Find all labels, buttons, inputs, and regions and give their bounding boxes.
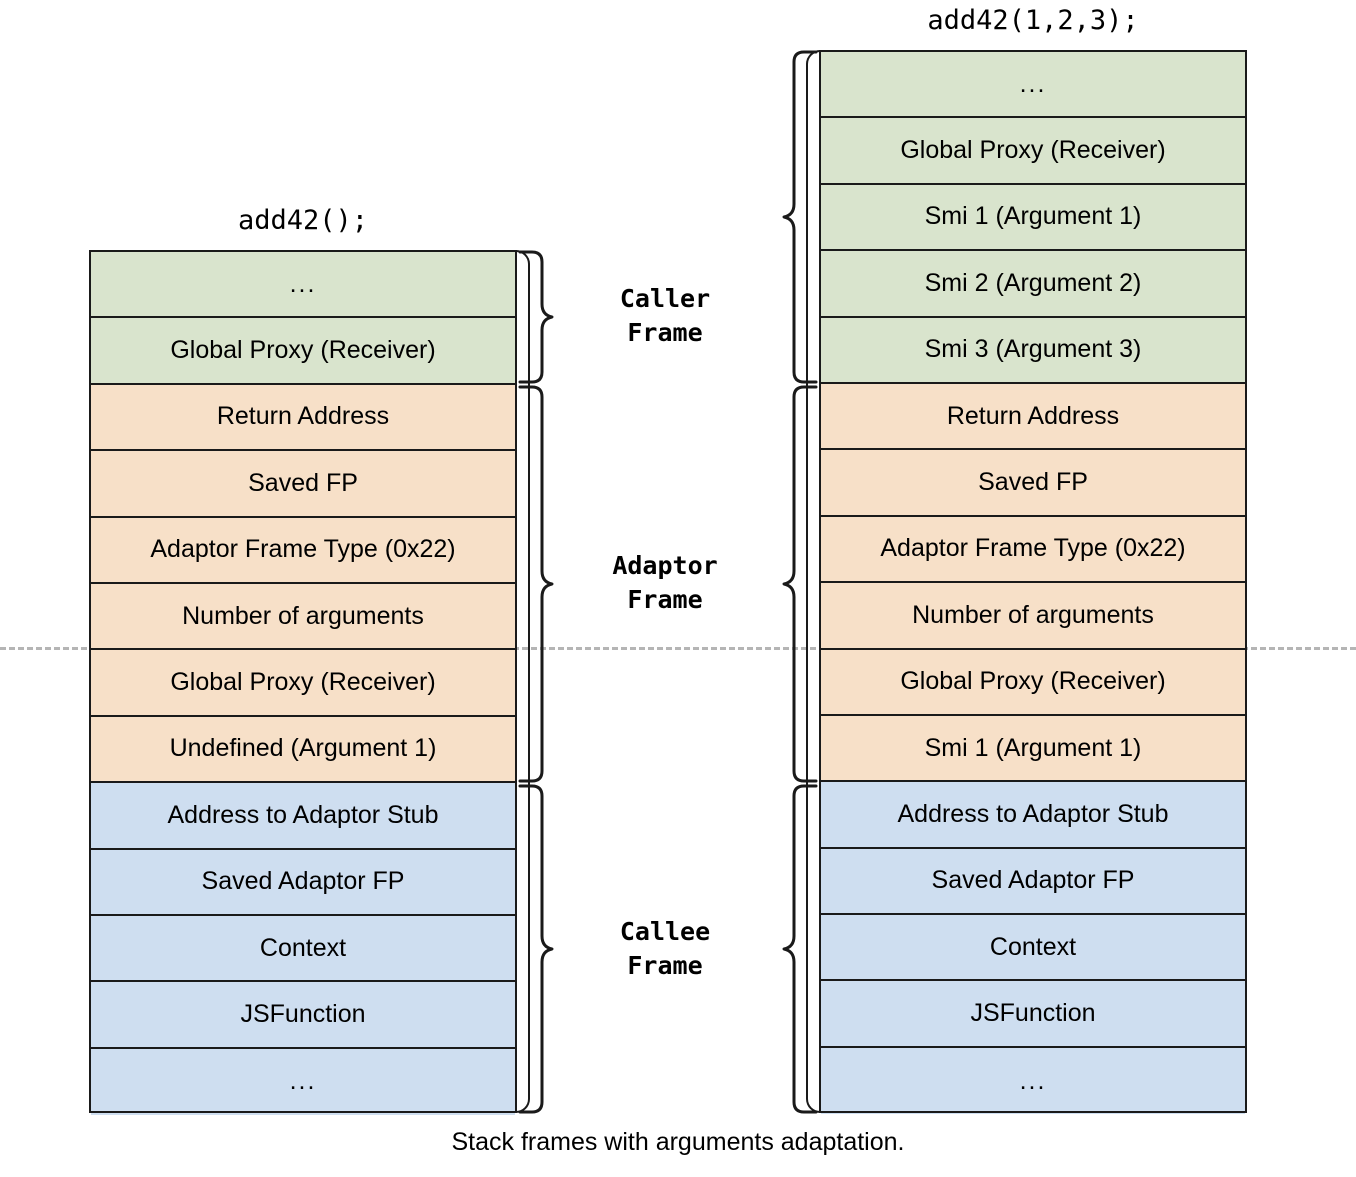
stack-pointer-separator-line xyxy=(0,647,1356,650)
brace-left-caller-frame xyxy=(518,250,554,384)
right-stack: ...Global Proxy (Receiver)Smi 1 (Argumen… xyxy=(819,50,1247,1115)
stack-slot: Saved FP xyxy=(91,451,515,518)
stack-slot: Number of arguments xyxy=(821,583,1245,650)
group-label-caller-frame: Caller Frame xyxy=(619,284,711,347)
stack-slot: Saved Adaptor FP xyxy=(821,848,1245,916)
stack-slot: ... xyxy=(821,1047,1245,1115)
stack-slot: Address to Adaptor Stub xyxy=(821,782,1245,849)
brace-right-callee-frame xyxy=(782,784,818,1114)
stack-slot: Adaptor Frame Type (0x22) xyxy=(91,517,515,584)
left-stack-title: add42(); xyxy=(237,205,369,236)
stack-slot: Global Proxy (Receiver) xyxy=(821,649,1245,716)
stack-slot: Smi 2 (Argument 2) xyxy=(821,251,1245,318)
stack-slot: Smi 3 (Argument 3) xyxy=(821,317,1245,384)
stack-slot: ... xyxy=(91,1048,515,1116)
stack-slot: Global Proxy (Receiver) xyxy=(91,318,515,385)
stack-slot: Global Proxy (Receiver) xyxy=(91,650,515,717)
brace-right-caller-frame xyxy=(782,50,818,384)
stack-slot: Undefined (Argument 1) xyxy=(91,716,515,784)
stack-slot: Global Proxy (Receiver) xyxy=(821,118,1245,185)
brace-right-adaptor-frame xyxy=(782,385,818,783)
right-stack-title: add42(1,2,3); xyxy=(927,5,1139,36)
group-label-adaptor-frame: Adaptor Frame xyxy=(612,551,718,614)
stack-slot: Address to Adaptor Stub xyxy=(91,783,515,850)
stack-slot: Saved Adaptor FP xyxy=(91,849,515,916)
stack-slot: Return Address xyxy=(821,383,1245,451)
stack-slot: Context xyxy=(821,915,1245,982)
stack-slot: ... xyxy=(821,52,1245,119)
group-label-callee-frame: Callee Frame xyxy=(619,917,711,980)
stack-slot: JSFunction xyxy=(821,981,1245,1048)
stack-slot: Number of arguments xyxy=(91,583,515,651)
left-stack: ...Global Proxy (Receiver)Return Address… xyxy=(89,250,517,1116)
stack-slot: ... xyxy=(91,252,515,319)
stack-slot: Saved FP xyxy=(821,450,1245,517)
stack-slot: JSFunction xyxy=(91,982,515,1049)
stack-slot: Return Address xyxy=(91,384,515,452)
brace-left-callee-frame xyxy=(518,784,554,1114)
stack-slot: Smi 1 (Argument 1) xyxy=(821,715,1245,783)
stack-slot: Smi 1 (Argument 1) xyxy=(821,184,1245,252)
stack-slot: Adaptor Frame Type (0x22) xyxy=(821,516,1245,584)
figure-caption: Stack frames with arguments adaptation. xyxy=(451,1128,905,1156)
brace-left-adaptor-frame xyxy=(518,385,554,783)
stack-slot: Context xyxy=(91,915,515,983)
